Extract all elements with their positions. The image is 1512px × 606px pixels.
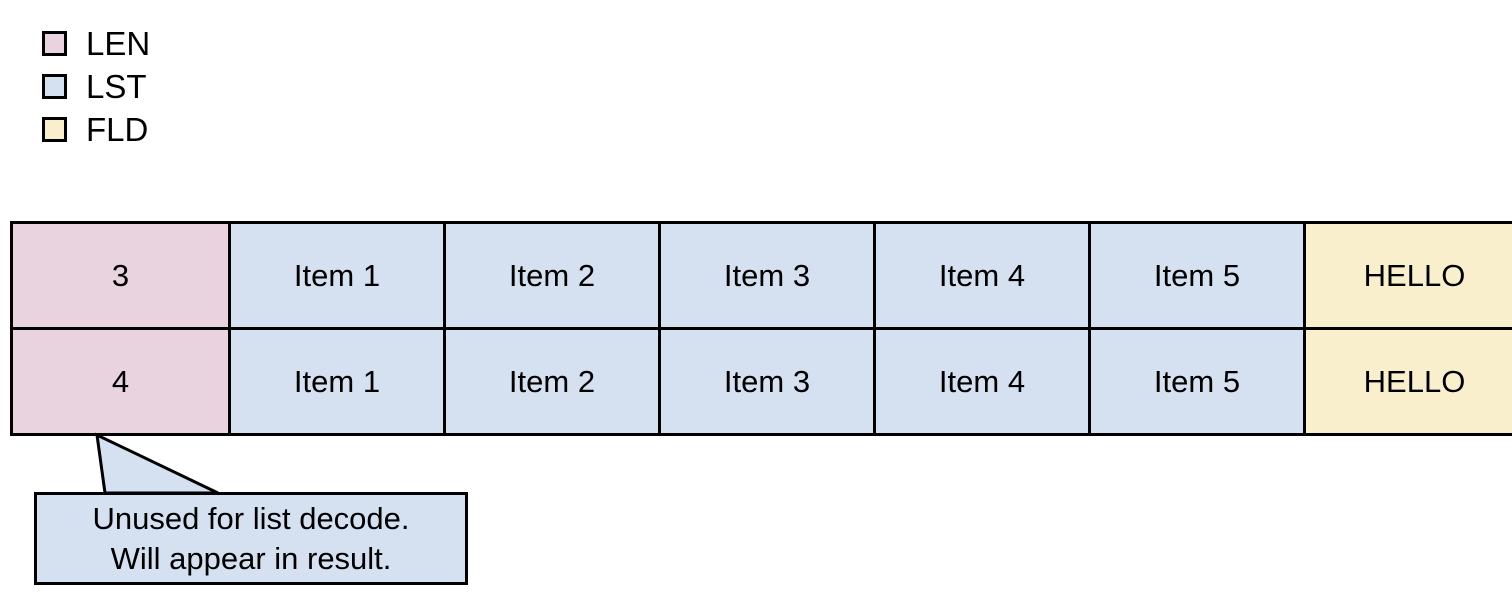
cell-fld-row2: HELLO [1303, 327, 1512, 436]
cell-lst-row2-item1: Item 1 [228, 327, 446, 436]
callout-annotation: Unused for list decode. Will appear in r… [0, 430, 500, 606]
cell-lst-row1-item3: Item 3 [658, 221, 876, 330]
fld-swatch-icon [42, 117, 67, 142]
legend-item-len: LEN [42, 22, 442, 65]
len-swatch-icon [42, 31, 67, 56]
packet-layout-table: 3 Item 1 Item 2 Item 3 Item 4 Item 5 HEL… [10, 221, 1512, 436]
cell-lst-row1-item1: Item 1 [228, 221, 446, 330]
legend-item-fld: FLD [42, 108, 442, 151]
cell-lst-row2-item5: Item 5 [1088, 327, 1306, 436]
cell-len-row1: 3 [10, 221, 231, 330]
cell-len-row2: 4 [10, 327, 231, 436]
legend-label-fld: FLD [86, 111, 149, 148]
legend: LEN LST FLD [42, 22, 442, 151]
cell-lst-row1-item2: Item 2 [443, 221, 661, 330]
legend-item-lst: LST [42, 65, 442, 108]
legend-label-len: LEN [86, 25, 151, 62]
legend-label-lst: LST [86, 68, 147, 105]
lst-swatch-icon [42, 74, 67, 99]
cell-lst-row1-item5: Item 5 [1088, 221, 1306, 330]
cell-fld-row1: HELLO [1303, 221, 1512, 330]
cell-lst-row1-item4: Item 4 [873, 221, 1091, 330]
callout-line-1: Unused for list decode. [92, 500, 410, 536]
cell-lst-row2-item3: Item 3 [658, 327, 876, 436]
table-row: 3 Item 1 Item 2 Item 3 Item 4 Item 5 HEL… [10, 221, 1512, 330]
cell-lst-row2-item4: Item 4 [873, 327, 1091, 436]
table-row: 4 Item 1 Item 2 Item 3 Item 4 Item 5 HEL… [10, 327, 1512, 436]
cell-lst-row2-item2: Item 2 [443, 327, 661, 436]
callout-line-2: Will appear in result. [110, 540, 392, 576]
callout-box: Unused for list decode. Will appear in r… [34, 492, 468, 585]
